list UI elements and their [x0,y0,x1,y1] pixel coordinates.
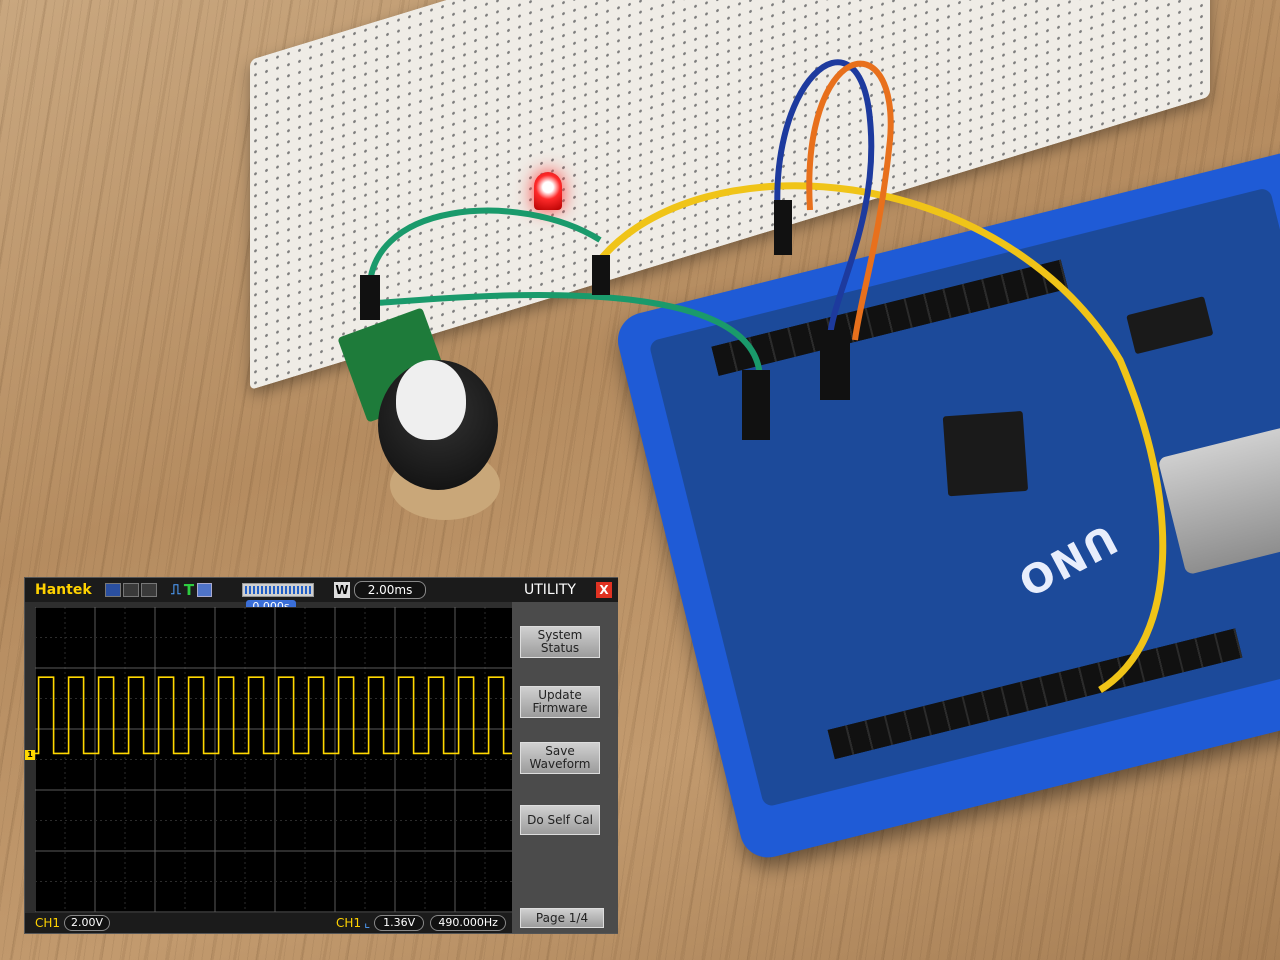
utility-title-text: UTILITY [524,582,576,598]
ch1-ground-marker: 1 [25,750,35,760]
line-mode-icon[interactable] [123,583,139,597]
system-status-button[interactable]: System Status [520,626,600,658]
ch1-volts-div[interactable]: 2.00V [64,915,111,931]
red-led [534,172,562,210]
trigger-icons: ⎍ T [171,581,213,599]
save-icon[interactable] [197,583,213,597]
waveform-mode-icon[interactable] [105,583,121,597]
update-firmware-button[interactable]: Update Firmware [520,686,600,718]
waveform-plot [35,607,515,912]
persist-mode-icon[interactable] [141,583,157,597]
ch1-trace [35,676,515,755]
window-label: W [334,582,351,598]
close-icon[interactable]: X [596,582,612,598]
do-self-cal-button[interactable]: Do Self Cal [520,805,600,835]
potentiometer [337,300,500,520]
save-waveform-button[interactable]: Save Waveform [520,742,600,774]
utility-menu: UTILITY X System Status Update Firmware … [512,578,618,933]
ch1-label: CH1 [35,916,61,930]
oscilloscope-screen: Hantek ⎍ T W 2.00ms 0.000s 1 CH1 2.00V C… [24,577,618,934]
menu-page-indicator[interactable]: Page 1/4 [520,908,604,928]
trigger-channel-label: CH1 [336,916,362,930]
timebase-value[interactable]: 2.00ms [354,581,427,599]
waveform-display [35,607,515,912]
brand-label: Hantek [35,582,92,598]
utility-menu-title: UTILITY X [512,578,618,602]
scope-top-bar: Hantek ⎍ T W 2.00ms [25,578,537,602]
scope-bottom-bar: CH1 2.00V CH1 ⌞ 1.36V 490.000Hz [25,913,537,933]
trigger-level-value[interactable]: 1.36V [374,915,425,931]
trigger-t-icon[interactable]: T [183,581,195,599]
display-mode-icons [105,583,157,597]
pulse-trigger-icon[interactable]: ⎍ [171,582,181,598]
rising-edge-icon: ⌞ [364,915,371,931]
memory-bar-icon [242,583,315,597]
pot-knob-cap [396,360,466,440]
frequency-readout: 490.000Hz [430,915,507,931]
